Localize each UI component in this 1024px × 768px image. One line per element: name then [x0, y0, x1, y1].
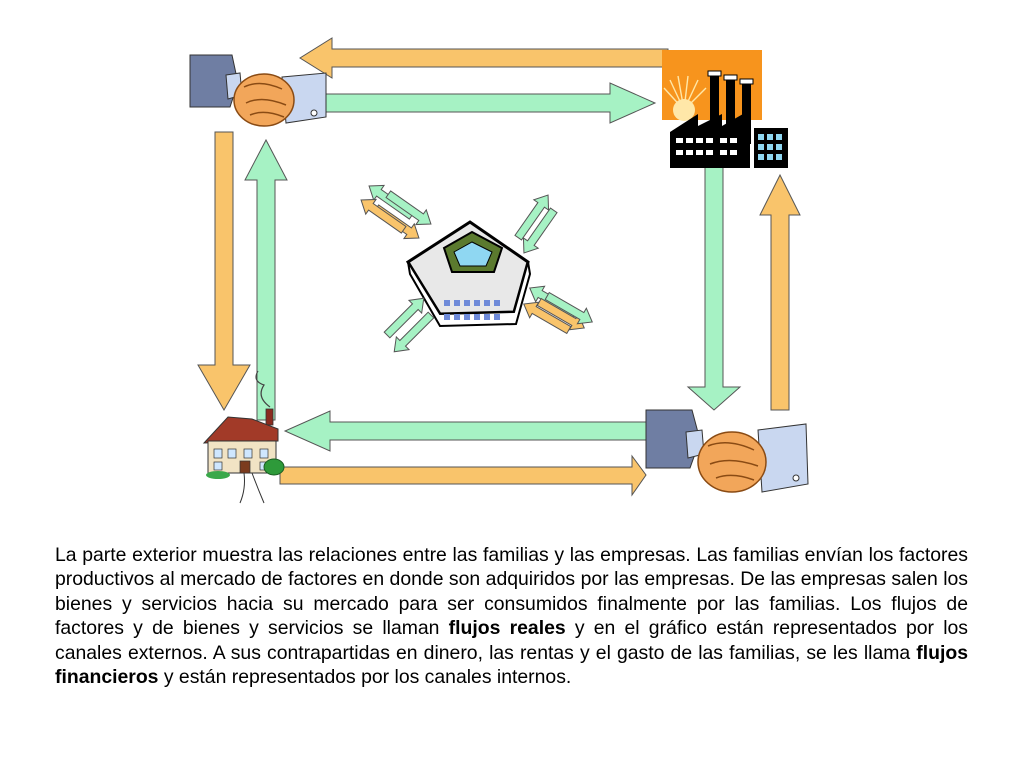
arrow-bottom-green-left: [283, 410, 651, 452]
inner-arrows-lower-right: [518, 279, 598, 339]
inner-arrows-upper-right: [510, 189, 562, 259]
inner-arrows-upper-left: [355, 178, 437, 246]
chimney-smoke: [255, 370, 271, 408]
caption-paragraph: La parte exterior muestra las relaciones…: [55, 543, 968, 689]
circular-flow-diagram: [189, 37, 809, 504]
arrow-top-orange-left: [299, 37, 669, 79]
caption-bold-flujos-financieros: flujos financieros: [55, 641, 968, 689]
pentagon-building-icon: [405, 220, 532, 328]
house-icon: [202, 370, 285, 504]
handshake-icon: [189, 54, 327, 127]
factory-icon: [662, 50, 788, 168]
caption-text-2: y en el gráfico están representados por …: [55, 617, 968, 664]
arrow-left-orange-down: [197, 131, 251, 411]
arrow-bottom-orange-right: [279, 454, 647, 497]
handshake-icon: [645, 409, 809, 493]
caption-text-1: La parte exterior muestra las relaciones…: [55, 544, 968, 640]
arrow-left-green-up: [244, 138, 288, 421]
caption-text-3: y están representados por los canales in…: [158, 666, 572, 689]
caption-bold-flujos-reales: flujos reales: [448, 617, 566, 640]
arrow-right-green-down: [686, 164, 742, 411]
arrow-top-green-right: [325, 82, 657, 124]
arrow-right-orange-up: [759, 173, 801, 411]
